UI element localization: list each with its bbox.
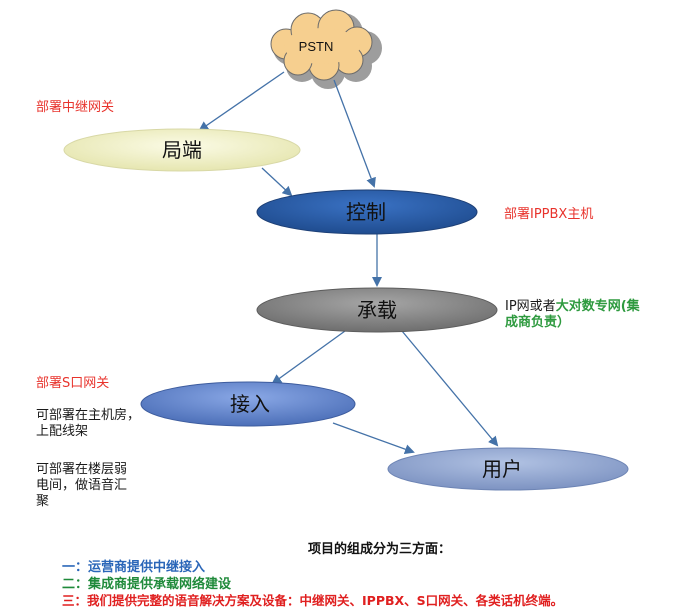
- node-chengzai: 承载: [256, 287, 498, 333]
- ip-network-highlight-2: 成商负责）: [505, 315, 571, 330]
- s-gateway-note: 部署S口网关: [36, 376, 110, 391]
- arrow-pstn-to-kongzhi: [333, 79, 376, 188]
- arrow-juduan-to-kongzhi: [261, 167, 293, 197]
- ip-network-note: IP网或者大对数专网(集 成商负责）: [505, 299, 640, 331]
- yonghu-label: 用户: [482, 457, 522, 481]
- host-room-line-1: 可部署在主机房，: [36, 408, 141, 423]
- host-room-note: 可部署在主机房， 上配线架: [36, 408, 140, 440]
- chengzai-label: 承载: [357, 298, 397, 322]
- trunk-gateway-note: 部署中继网关: [36, 100, 115, 115]
- node-jieru: 接入: [140, 381, 356, 427]
- pstn-label: PSTN: [299, 39, 334, 54]
- floor-room-line-2: 电间，做语音汇: [36, 478, 128, 493]
- floor-room-line-1: 可部署在楼层弱: [36, 462, 128, 477]
- arrow-jieru-to-yonghu: [332, 422, 415, 454]
- floor-room-note: 可部署在楼层弱 电间，做语音汇 聚: [36, 462, 127, 510]
- node-kongzhi: 控制: [256, 189, 478, 235]
- arrow-pstn-to-juduan: [198, 71, 285, 132]
- ip-network-highlight-1: 大对数专网(集: [555, 299, 640, 314]
- arrow-chengzai-to-yonghu: [401, 330, 499, 447]
- summary-line-2: 二：集成商提供承载网络建设: [62, 577, 232, 592]
- floor-room-line-3: 聚: [36, 494, 50, 509]
- kongzhi-label: 控制: [346, 200, 386, 224]
- arrow-chengzai-to-jieru: [271, 330, 346, 385]
- jieru-label: 接入: [230, 392, 270, 416]
- pstn-cloud: PSTN: [270, 9, 382, 89]
- ip-network-prefix: IP网或者: [505, 299, 556, 314]
- host-room-line-2: 上配线架: [36, 424, 89, 439]
- ippbx-host-note: 部署IPPBX主机: [504, 207, 594, 222]
- summary-title: 项目的组成分为三方面：: [308, 542, 452, 557]
- summary-line-3: 三：我们提供完整的语音解决方案及设备：中继网关、IPPBX、S口网关、各类话机终…: [62, 593, 564, 608]
- juduan-label: 局端: [162, 138, 202, 162]
- summary-line-1: 一：运营商提供中继接入: [62, 560, 206, 575]
- connection-arrows: [198, 71, 499, 454]
- node-juduan: 局端: [63, 128, 301, 172]
- node-yonghu: 用户: [387, 447, 629, 491]
